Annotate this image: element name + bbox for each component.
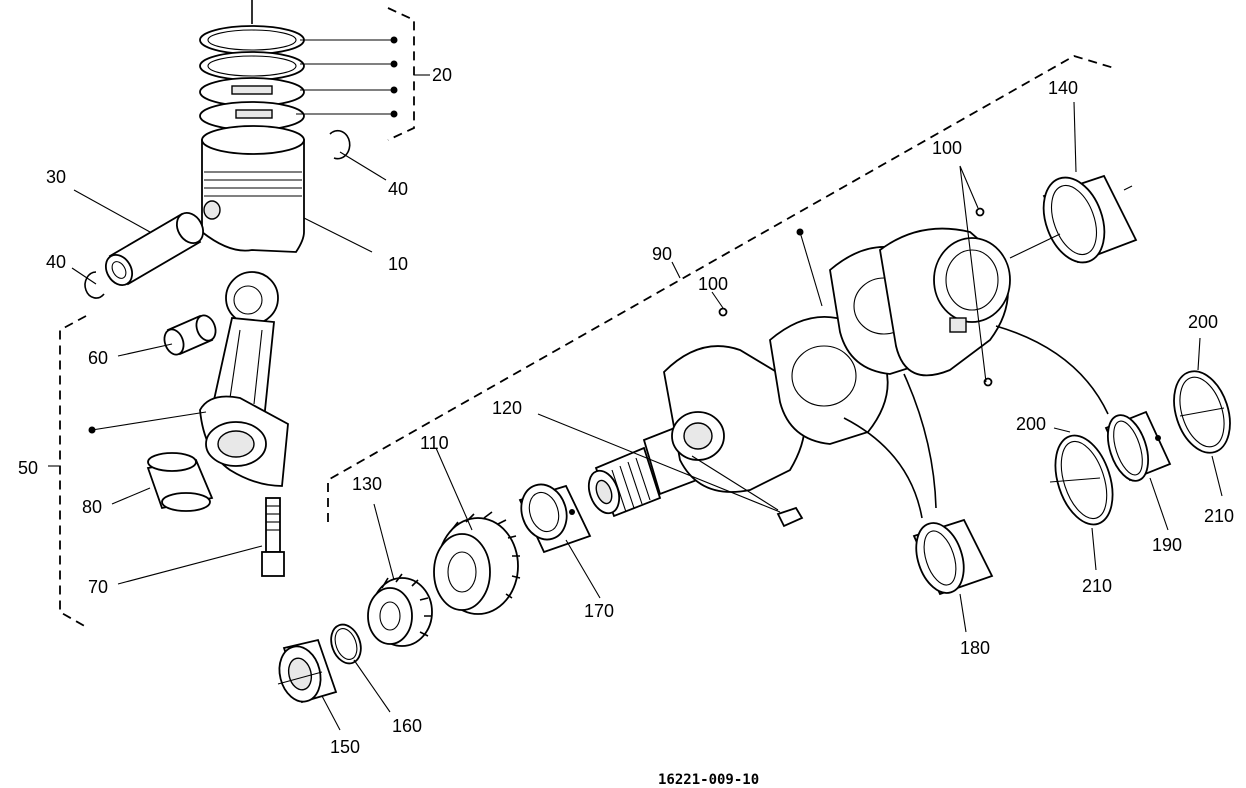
callout-100-left: 100 bbox=[698, 274, 728, 294]
callout-70: 70 bbox=[88, 577, 108, 597]
callout-110: 110 bbox=[420, 433, 449, 453]
oil-pump-gear bbox=[367, 503, 433, 647]
callout-50: 50 bbox=[18, 458, 38, 478]
drawing-code: 16221-009-10 bbox=[658, 772, 759, 788]
callout-130: 130 bbox=[352, 474, 382, 494]
snap-ring-160 bbox=[330, 623, 391, 713]
callout-40-left: 40 bbox=[46, 252, 66, 272]
callout-160: 160 bbox=[392, 716, 422, 736]
piston-rings bbox=[199, 0, 305, 131]
thrust-washer-right bbox=[1173, 337, 1231, 497]
callout-10: 10 bbox=[388, 254, 408, 274]
snap-ring-left bbox=[71, 267, 105, 299]
snap-ring-right bbox=[329, 129, 387, 181]
crank-key bbox=[537, 413, 804, 528]
main-bearing-180 bbox=[843, 373, 994, 633]
piston-pin bbox=[73, 189, 205, 286]
small-end-bushing bbox=[117, 314, 217, 357]
connecting-rod bbox=[88, 271, 289, 487]
thrust-washer-left bbox=[1049, 427, 1114, 571]
main-bearing-140 bbox=[1009, 101, 1138, 264]
piston bbox=[201, 125, 373, 253]
callout-210-left: 210 bbox=[1082, 576, 1112, 596]
callout-170: 170 bbox=[584, 601, 614, 621]
main-bearing-190 bbox=[995, 325, 1172, 531]
callout-90: 90 bbox=[652, 244, 672, 264]
collar bbox=[277, 638, 341, 731]
crank-bushing-front bbox=[518, 483, 601, 599]
callout-30: 30 bbox=[46, 167, 66, 187]
callout-210-right: 210 bbox=[1204, 506, 1234, 526]
callout-140: 140 bbox=[1048, 78, 1078, 98]
bracket-90 bbox=[327, 55, 1115, 522]
crank-gear bbox=[433, 447, 521, 615]
callout-40-right: 40 bbox=[388, 179, 408, 199]
crankshaft bbox=[587, 165, 1011, 518]
callout-150: 150 bbox=[330, 737, 360, 757]
callout-200-left: 200 bbox=[1016, 414, 1046, 434]
callout-60: 60 bbox=[88, 348, 108, 368]
crankpin-bearing bbox=[111, 452, 214, 512]
callout-20: 20 bbox=[432, 65, 452, 85]
callout-120: 120 bbox=[492, 398, 522, 418]
callout-200-right: 200 bbox=[1188, 312, 1218, 332]
callout-100-right: 100 bbox=[932, 138, 962, 158]
callout-80: 80 bbox=[82, 497, 102, 517]
rod-bolt bbox=[117, 497, 285, 585]
ring-leaders bbox=[296, 7, 430, 141]
bracket-50 bbox=[59, 315, 89, 629]
callout-180: 180 bbox=[960, 638, 990, 658]
callout-190: 190 bbox=[1152, 535, 1182, 555]
